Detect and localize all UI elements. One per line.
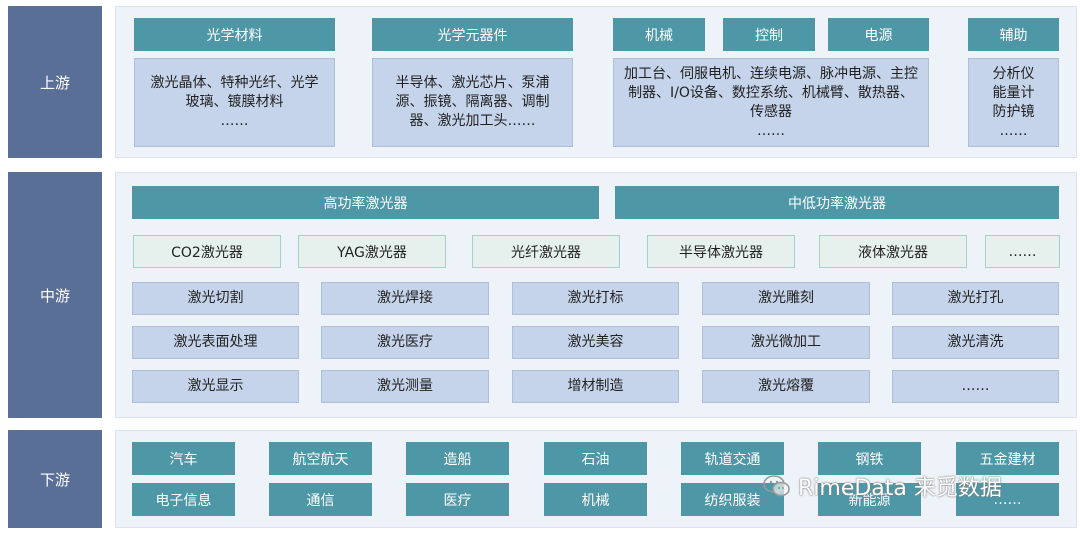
industry-electronics: 电子信息 — [132, 483, 235, 516]
industry-telecom: 通信 — [269, 483, 372, 516]
industry-textile: 纺织服装 — [681, 483, 784, 516]
header-mechanical: 机械 — [613, 18, 705, 51]
industry-new-energy: 新能源 — [818, 483, 921, 516]
industry-automotive: 汽车 — [132, 442, 235, 475]
industry-rail-transit: 轨道交通 — [681, 442, 784, 475]
laser-type-fiber: 光纤激光器 — [472, 235, 620, 268]
app-laser-display: 激光显示 — [132, 370, 299, 403]
watermark: RimeData 来觅数据 — [762, 470, 1002, 502]
app-laser-engraving: 激光雕刻 — [702, 282, 870, 315]
optical-materials-content: 激光晶体、特种光纤、光学玻璃、镀膜材料 …… — [134, 58, 335, 147]
industry-shipbuilding: 造船 — [406, 442, 509, 475]
header-optical-materials: 光学材料 — [134, 18, 335, 51]
app-laser-cleaning: 激光清洗 — [892, 326, 1059, 359]
stage-midstream: 中游 — [8, 172, 102, 418]
watermark-text: RimeData 来觅数据 — [798, 476, 1002, 501]
mech-control-power-content: 加工台、伺服电机、连续电源、脉冲电源、主控制器、I/O设备、数控系统、机械臂、散… — [613, 58, 929, 147]
app-laser-marking: 激光打标 — [512, 282, 679, 315]
downstream-panel: 汽车 航空航天 造船 石油 轨道交通 钢铁 五金建材 电子信息 通信 医疗 机械… — [115, 430, 1077, 528]
industry-aerospace: 航空航天 — [269, 442, 372, 475]
upstream-panel: 光学材料 光学元器件 机械 控制 电源 辅助 激光晶体、特种光纤、光学玻璃、镀膜… — [115, 6, 1077, 158]
auxiliary-content: 分析仪 能量计 防护镜 …… — [968, 58, 1059, 147]
laser-type-more: …… — [985, 235, 1060, 268]
app-laser-micromachining: 激光微加工 — [702, 326, 870, 359]
header-mid-low-power-laser: 中低功率激光器 — [615, 186, 1059, 219]
app-laser-measurement: 激光测量 — [321, 370, 489, 403]
midstream-panel: 高功率激光器 中低功率激光器 CO2激光器 YAG激光器 光纤激光器 半导体激光… — [115, 172, 1077, 418]
laser-type-liquid: 液体激光器 — [819, 235, 967, 268]
header-control: 控制 — [723, 18, 815, 51]
app-laser-cosmetic: 激光美容 — [512, 326, 679, 359]
industry-steel: 钢铁 — [818, 442, 921, 475]
industry-more: …… — [956, 483, 1059, 516]
industry-petroleum: 石油 — [544, 442, 647, 475]
optical-components-content: 半导体、激光芯片、泵浦源、振镜、隔离器、调制器、激光加工头…… — [372, 58, 573, 147]
industry-hardware-building: 五金建材 — [956, 442, 1059, 475]
app-additive-manufacturing: 增材制造 — [512, 370, 679, 403]
header-high-power-laser: 高功率激光器 — [132, 186, 599, 219]
laser-type-semiconductor: 半导体激光器 — [647, 235, 795, 268]
industry-medical: 医疗 — [406, 483, 509, 516]
industry-machinery: 机械 — [544, 483, 647, 516]
header-power: 电源 — [828, 18, 929, 51]
stage-upstream: 上游 — [8, 6, 102, 158]
stage-downstream: 下游 — [8, 430, 102, 528]
laser-type-co2: CO2激光器 — [133, 235, 281, 268]
laser-type-yag: YAG激光器 — [298, 235, 446, 268]
app-laser-welding: 激光焊接 — [321, 282, 489, 315]
app-laser-cladding: 激光熔覆 — [702, 370, 870, 403]
header-optical-components: 光学元器件 — [372, 18, 573, 51]
app-more: …… — [892, 370, 1059, 403]
header-auxiliary: 辅助 — [968, 18, 1059, 51]
app-laser-medical: 激光医疗 — [321, 326, 489, 359]
app-laser-cutting: 激光切割 — [132, 282, 299, 315]
wechat-icon — [763, 475, 790, 497]
app-laser-surface-treatment: 激光表面处理 — [132, 326, 299, 359]
app-laser-drilling: 激光打孔 — [892, 282, 1059, 315]
